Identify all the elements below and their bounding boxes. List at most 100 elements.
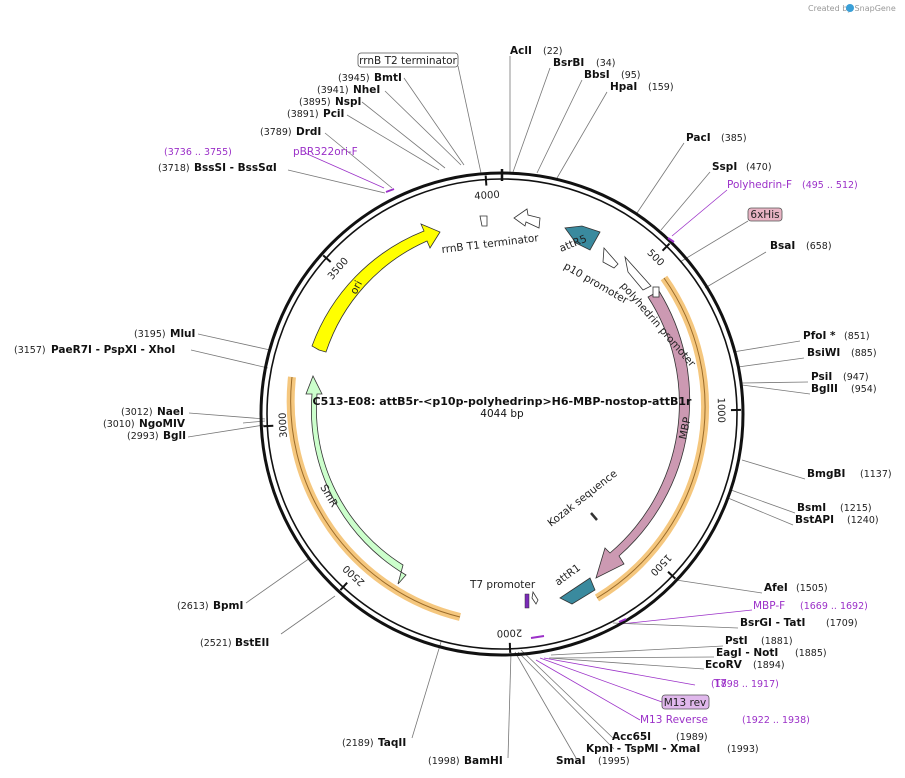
enzyme-position: (1137) [860,469,892,480]
enzyme-name[interactable]: MluI [170,328,195,340]
enzyme-position: (1240) [847,515,879,526]
enzyme-position: (1989) [676,732,708,743]
m13-rev-box[interactable]: M13 rev [661,694,710,710]
attr1-feature[interactable] [559,577,596,605]
enzyme-name[interactable]: DrdI [296,126,321,138]
t7-promoter-feature[interactable] [524,593,530,609]
enzyme-name[interactable]: BstEII [235,637,269,649]
m13-feature[interactable] [531,590,539,605]
enzyme-position: (385) [721,133,747,144]
enzyme-name[interactable]: SspI [712,161,737,173]
rrnb-t1-terminator-label: rrnB T1 terminator [441,232,540,256]
enzyme-name[interactable]: AclI [510,45,532,57]
enzyme-name[interactable]: NspI [335,96,361,108]
enzyme-name[interactable]: BpmI [213,600,243,612]
enzyme-name[interactable]: BamHI [464,755,503,767]
enzyme-name[interactable]: BsiWI [807,347,840,359]
small-terminator-feature[interactable] [479,215,488,227]
enzyme-name[interactable]: BsrGI - TatI [740,617,805,629]
enzyme-name[interactable]: BssSI - BssSαI [194,162,277,174]
primer-name[interactable]: MBP-F [753,600,785,612]
enzyme-position: (1709) [826,618,858,629]
primer-name[interactable]: T7 [713,678,727,690]
enzyme-name[interactable]: EagI - NotI [716,647,778,659]
enzyme-name[interactable]: TaqII [378,737,406,749]
enzyme-name[interactable]: Acc65I [612,731,651,743]
ori-feature[interactable] [311,223,441,353]
enzyme-position: (3895) [299,97,331,108]
enzyme-name[interactable]: EcoRV [705,659,743,671]
enzyme-name[interactable]: HpaI [610,81,637,93]
primer-mark-pbr322ori-f [385,188,395,193]
enzyme-name[interactable]: PsiI [811,371,832,383]
enzyme-position: (947) [843,372,869,383]
rrnb-t2-terminator-label: rrnB T2 terminator [359,55,457,67]
snapgene-credit: Created by SnapGene [808,4,896,13]
enzyme-position: (1505) [796,583,828,594]
rrnb-t1-terminator-feature[interactable] [513,208,541,229]
his-tag-feature[interactable] [652,286,660,298]
enzyme-position: (2993) [127,431,159,442]
enzyme-name[interactable]: SmaI [556,755,586,767]
enzyme-name[interactable]: PacI [686,132,711,144]
enzyme-name[interactable]: PaeR7I - PspXI - XhoI [51,344,175,356]
enzyme-name[interactable]: BsaI [770,240,795,252]
primer-name[interactable]: M13 Reverse [640,714,708,726]
primer-range: (1669 .. 1692) [800,601,868,612]
enzyme-name[interactable]: NaeI [157,406,184,418]
tick-mark [667,570,676,580]
plasmid-title: C513-E08: attB5r-<p10p-polyhedrinp>H6-MB… [313,395,692,408]
enzyme-name[interactable]: BglII [811,383,838,395]
enzyme-position: (1894) [753,660,785,671]
primer-name[interactable]: Polyhedrin-F [727,179,792,191]
enzyme-position: (1993) [727,744,759,755]
enzyme-position: (3157) [14,345,46,356]
smr-feature[interactable] [305,375,407,585]
enzyme-name[interactable]: BbsI [584,69,610,81]
enzyme-name[interactable]: AfeI [764,582,788,594]
enzyme-position: (159) [648,82,674,93]
enzyme-name[interactable]: KpnI - TspMI - XmaI [586,743,700,755]
primer-range: (3736 .. 3755) [164,147,232,158]
kozak-sequence-feature[interactable] [590,512,598,521]
enzyme-position: (2189) [342,738,374,749]
enzyme-name[interactable]: BmgBI [807,468,845,480]
enzyme-name[interactable]: BmtI [374,72,402,84]
enzyme-position: (3010) [103,419,135,430]
tick-mark [484,175,488,186]
rrnb-t2-terminator-box[interactable]: rrnB T2 terminator [357,52,459,68]
enzyme-position: (3941) [317,85,349,96]
primer-name[interactable]: pBR322ori-F [293,146,358,158]
his-tag-box[interactable]: 6xHis [747,207,783,222]
m13-rev-label: M13 rev [664,697,707,709]
tick-label: 4000 [474,190,500,203]
mbp-orf-line [596,277,706,599]
enzyme-name[interactable]: NgoMIV [139,418,186,430]
polyhedrin-promoter-feature[interactable] [624,255,652,291]
tick-mark [263,424,274,428]
p10-promoter-label: p10 promoter [562,260,631,307]
enzyme-position: (3718) [158,163,190,174]
enzyme-name[interactable]: NheI [353,84,380,96]
enzyme-position: (2521) [200,638,232,649]
enzyme-name[interactable]: PciI [323,108,344,120]
enzyme-name[interactable]: PfoI * [803,330,836,342]
smr-orf-line [290,376,461,618]
primer-mark-mbp-f [618,618,627,623]
primer-range: (1922 .. 1938) [742,715,810,726]
p10-promoter-feature[interactable] [602,247,619,269]
mbp-feature[interactable] [595,290,691,579]
enzyme-name[interactable]: BsmI [797,502,826,514]
enzyme-name[interactable]: BglI [163,430,186,442]
t7-promoter-label: T7 promoter [469,579,536,591]
attr5-feature[interactable] [564,225,601,251]
enzyme-position: (885) [851,348,877,359]
enzyme-position: (22) [543,46,563,57]
enzyme-position: (3945) [338,73,370,84]
his-tag-label: 6xHis [750,209,779,221]
kozak-sequence-label: Kozak sequence [545,468,619,530]
enzyme-position: (3789) [260,127,292,138]
enzyme-name[interactable]: BstAPI [795,514,834,526]
enzyme-name[interactable]: BsrBI [553,57,584,69]
enzyme-name[interactable]: PstI [725,635,748,647]
